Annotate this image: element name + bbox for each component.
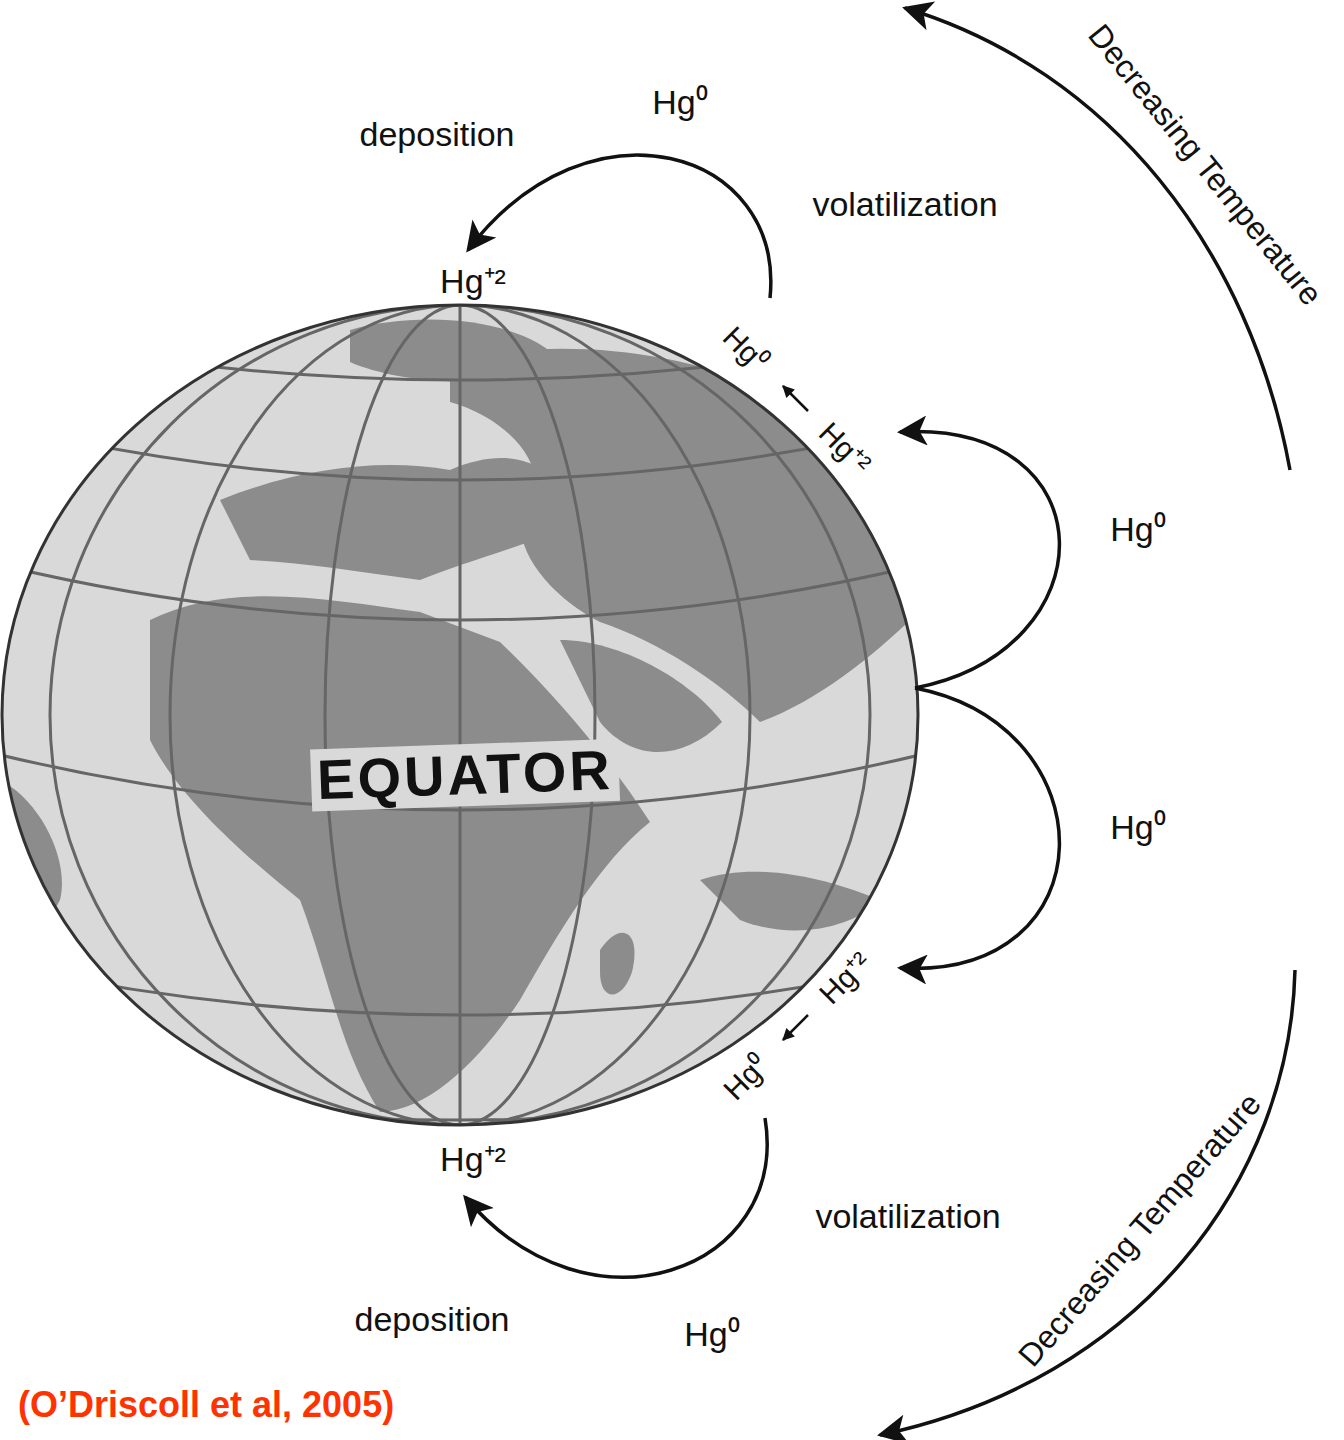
process-label: deposition [354,1301,509,1338]
species-label: Hg⁰ [1110,511,1165,548]
species-label: Hg⁰ [652,84,707,121]
process-label: deposition [359,116,514,153]
gradient-label: Decreasing Temperature [1012,1086,1268,1373]
species-label: Hg⁰ [717,1048,775,1106]
continents [0,320,930,1112]
species-label: Hg⁺² [440,263,506,300]
grid-lines [0,300,940,1130]
species-label: Hg⁰ [1110,809,1165,846]
process-label: volatilization [812,186,997,223]
citation-caption: (O’Driscoll et al, 2005) [18,1385,394,1425]
species-label: Hg⁺² [440,1141,506,1178]
process-label: volatilization [815,1198,1000,1235]
species-label: Hg⁰ [684,1316,739,1353]
globe [0,300,940,1130]
cycle-arrows [465,8,1295,1435]
species-label: Hg⁰ [717,320,775,378]
equator-label: EQUATOR [310,739,620,811]
gradient-label: Decreasing Temperature [1081,18,1328,312]
reduction-arrows [783,386,808,1040]
